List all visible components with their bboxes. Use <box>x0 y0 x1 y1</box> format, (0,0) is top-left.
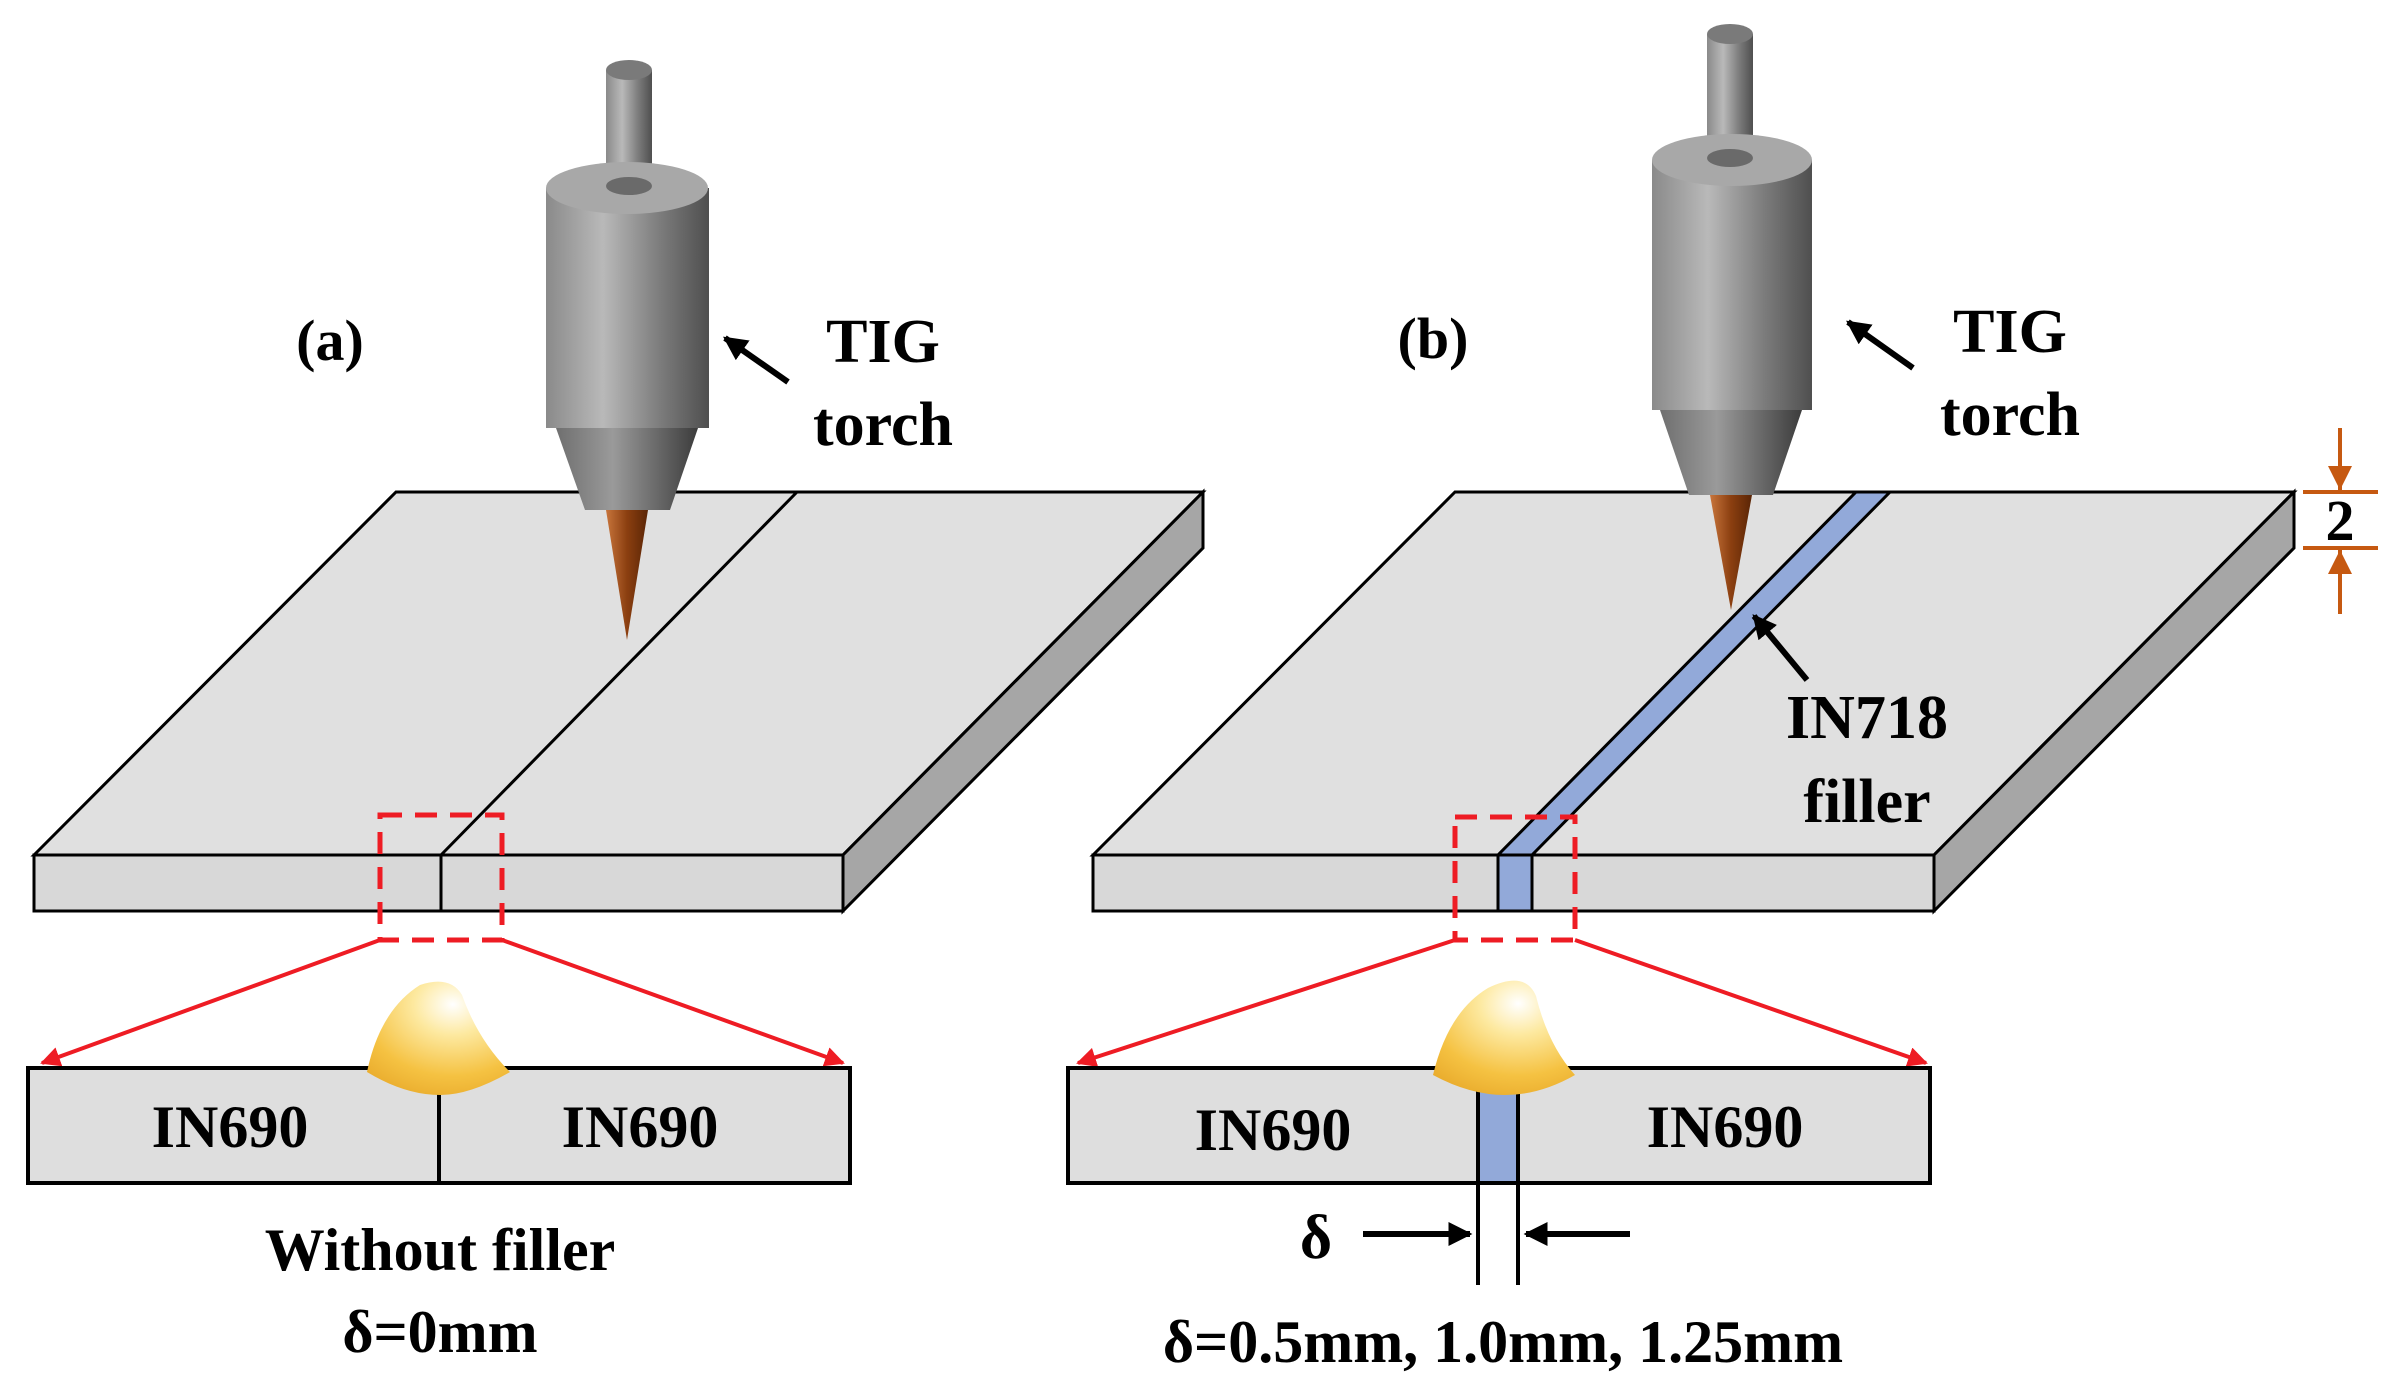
thickness-value: 2 <box>2326 488 2355 553</box>
panel-b-label: (b) <box>1398 306 1469 371</box>
plate-a <box>30 488 1207 915</box>
filler-strip-front <box>1496 853 1534 913</box>
plate-a-side-face <box>841 488 1205 915</box>
plate-b-side-face <box>1932 488 2296 915</box>
torch-a-arrow <box>723 335 790 385</box>
caption-b: δ=0.5mm, 1.0mm, 1.25mm <box>1163 1309 1843 1375</box>
torch-b-label-line2: torch <box>1940 381 2080 449</box>
cross-section-a-right-label: IN690 <box>562 1094 719 1160</box>
tig-torch-a <box>546 60 709 640</box>
plate-b <box>1089 488 2298 915</box>
zoom-box-a <box>377 812 505 943</box>
cross-section-b-left-label: IN690 <box>1195 1097 1352 1163</box>
cross-section-b-right-label: IN690 <box>1647 1094 1804 1160</box>
electrode-a <box>606 510 648 640</box>
delta-symbol: δ <box>1300 1204 1332 1272</box>
weld-pool-b <box>1433 980 1575 1095</box>
zoom-box-b <box>1452 814 1578 943</box>
panel-b: (b) TIG torch IN718 filler 2 IN690 IN690 <box>1066 24 2378 1375</box>
torch-b-label-line1: TIG <box>1953 298 2067 366</box>
plate-a-front-face <box>32 853 845 913</box>
gap-dimension <box>1363 1183 1630 1285</box>
zoom-arrow-b-right <box>1574 938 1928 1067</box>
panel-a-label: (a) <box>296 308 364 373</box>
filler-arrow <box>1751 614 1810 682</box>
caption-a-line2: δ=0mm <box>342 1299 537 1365</box>
plate-a-joint-line <box>439 490 799 857</box>
zoom-arrow-a-right <box>501 938 845 1067</box>
thickness-dimension <box>2303 428 2378 614</box>
filler-label-line1: IN718 <box>1786 684 1948 752</box>
tig-torch-b <box>1652 24 1812 610</box>
panel-a: (a) TIG torch IN690 IN690 Without filler… <box>26 60 1207 1365</box>
torch-b-arrow <box>1846 319 1915 371</box>
torch-a-label-line2: torch <box>813 391 953 459</box>
cross-section-b <box>1066 980 1932 1185</box>
zoom-arrow-b-left <box>1076 938 1456 1067</box>
caption-a-line1: Without filler <box>265 1217 616 1283</box>
weld-pool-a <box>367 981 510 1095</box>
cross-section-a <box>26 981 852 1185</box>
electrode-b <box>1710 495 1752 610</box>
filler-label-line2: filler <box>1803 768 1930 836</box>
zoom-arrow-a-left <box>40 938 381 1067</box>
torch-a-label-line1: TIG <box>826 308 940 376</box>
cross-section-a-left-label: IN690 <box>152 1094 309 1160</box>
